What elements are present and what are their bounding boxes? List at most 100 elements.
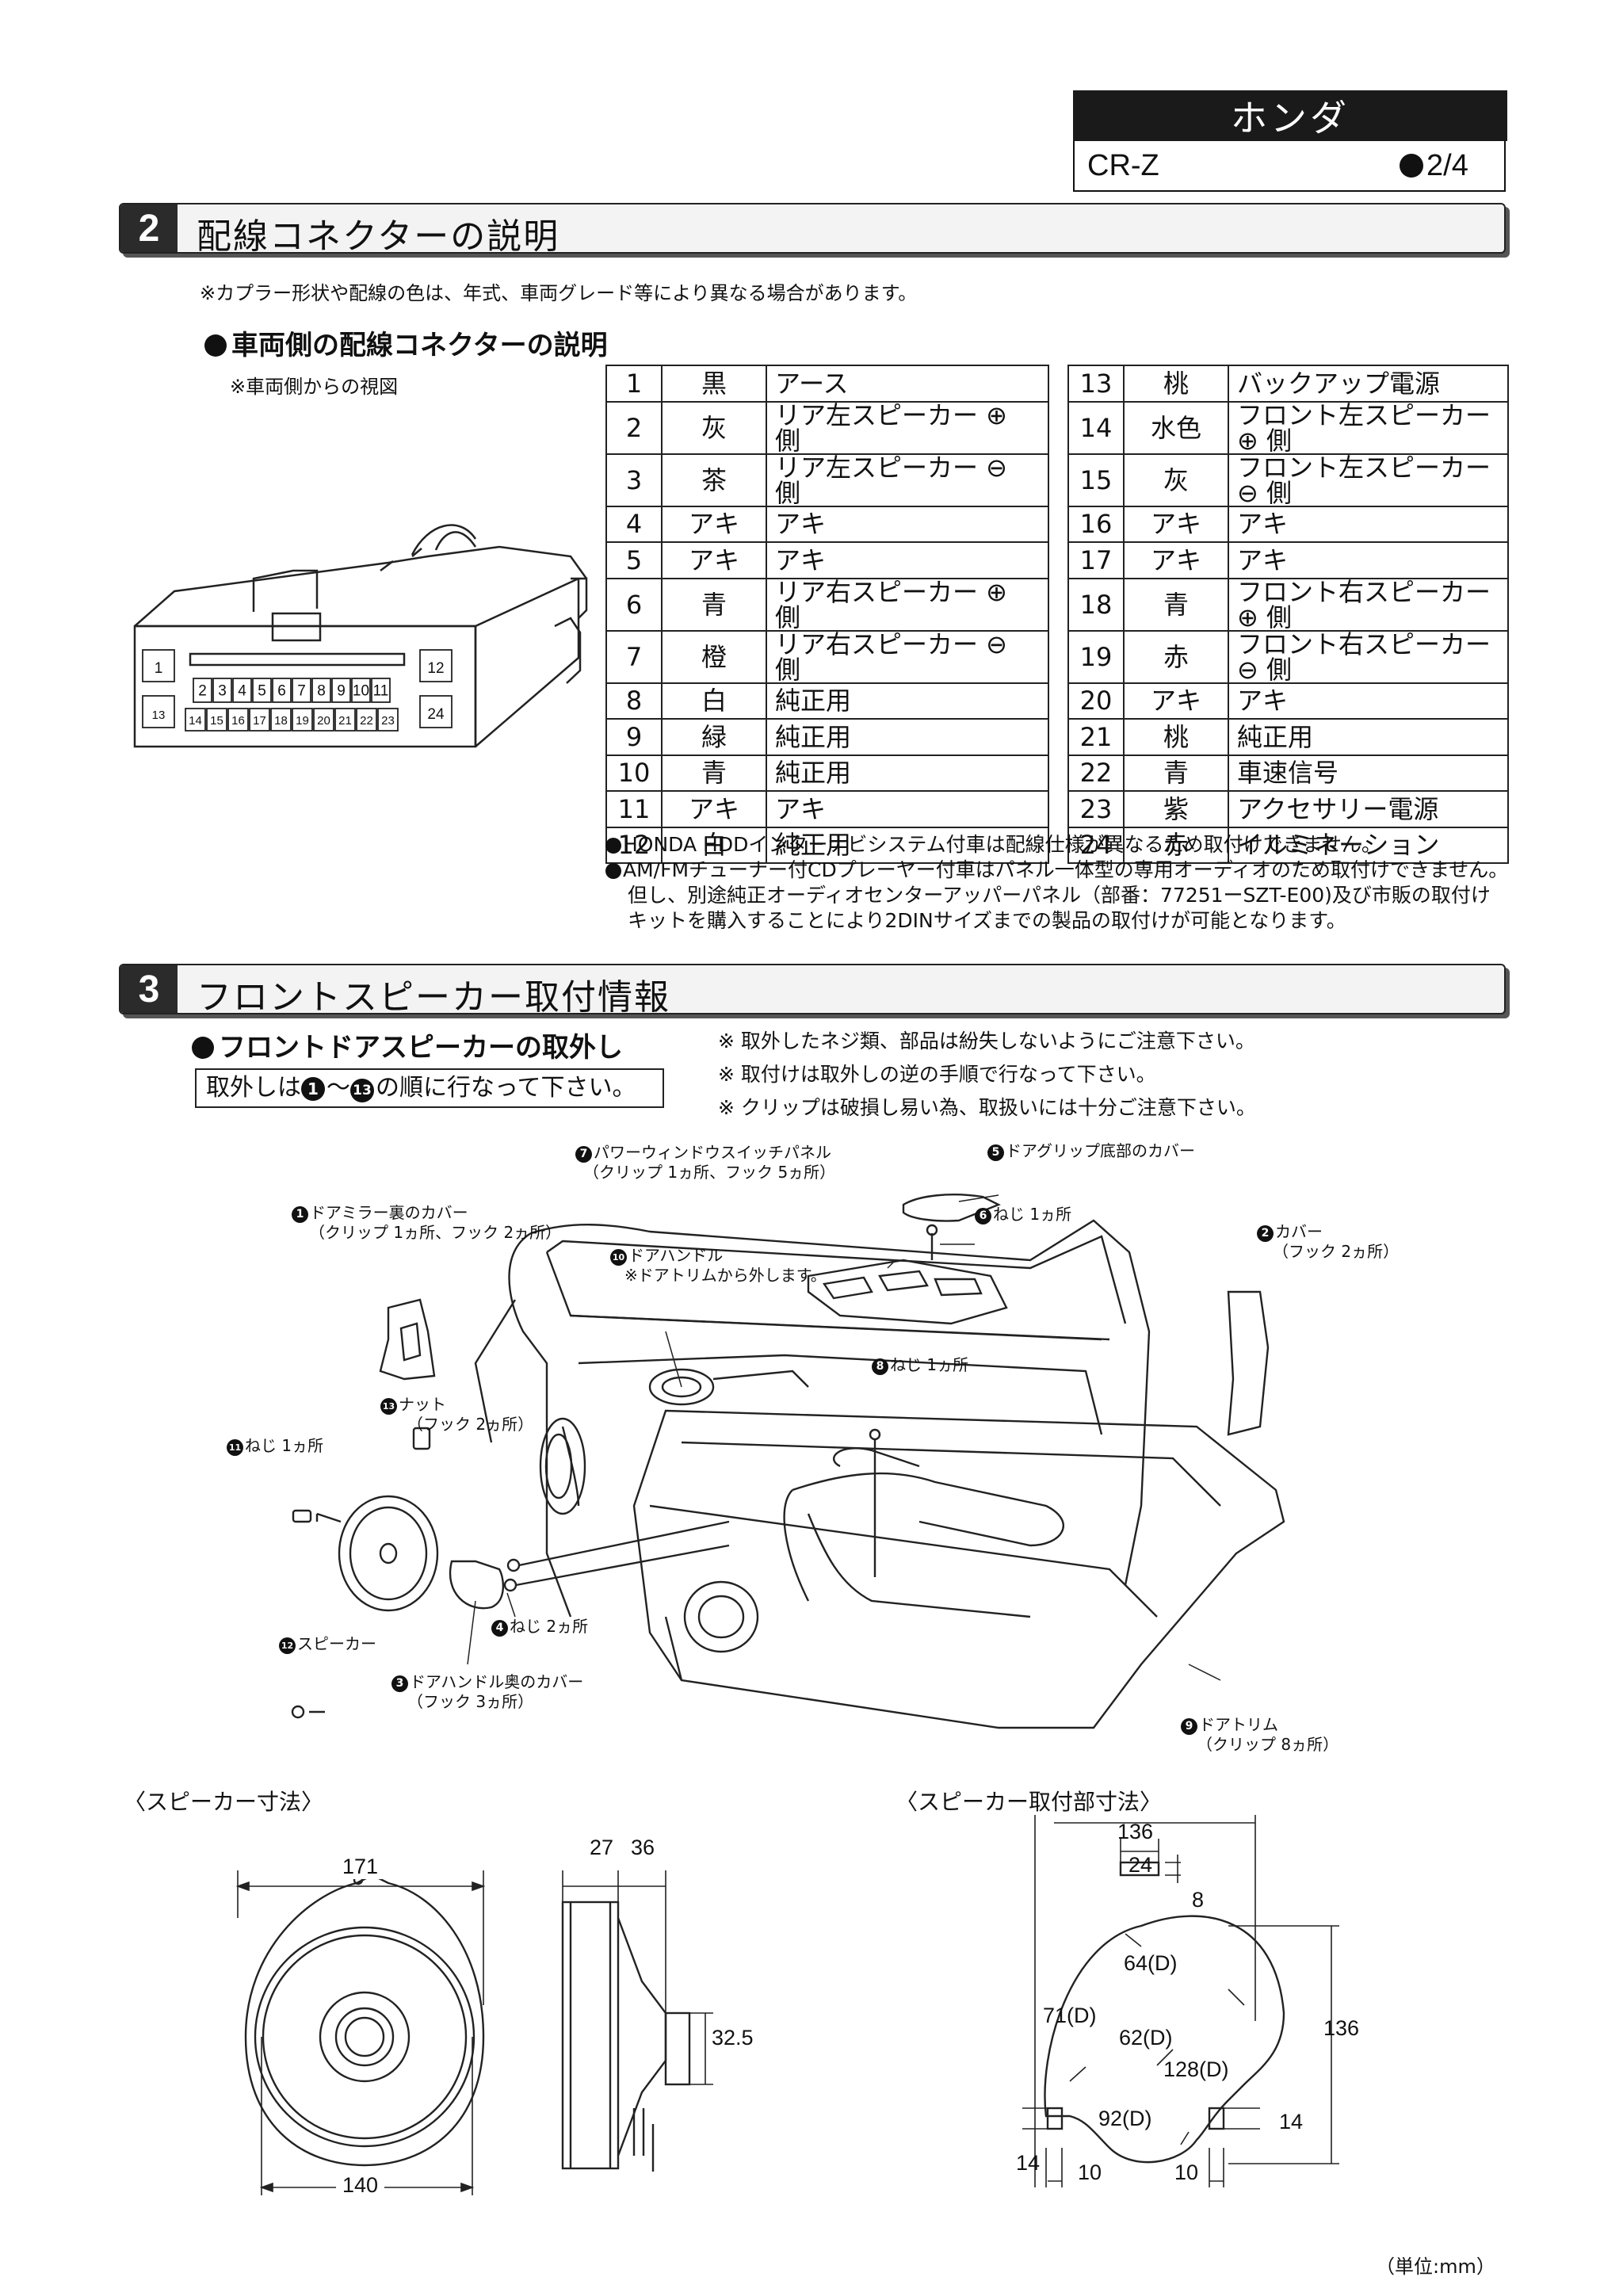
connector-pin-label: 4 — [238, 683, 246, 700]
pin-number: 15 — [1067, 453, 1125, 507]
pin-function: 純正用 — [766, 826, 1049, 864]
pin-function: アキ — [766, 505, 1049, 543]
pin-number: 14 — [1067, 400, 1125, 455]
footnote-hdd-text: HONDA HDDインターナビシステム付車は配線仕様が異なるため取付けできません… — [623, 833, 1381, 856]
pin-function: アキ — [766, 790, 1049, 828]
pin-function: アース — [766, 365, 1049, 403]
speaker-dimension-drawing — [235, 1870, 713, 2195]
speaker-width-140: 140 — [336, 2173, 385, 2198]
pin-function: 純正用 — [766, 754, 1049, 792]
connector-pin-box — [313, 708, 334, 732]
mount-radius-64: 64(D) — [1124, 1951, 1178, 1975]
callout-2-number: 2 — [1257, 1225, 1274, 1242]
callout-3-label: ドアハンドル奥のカバー — [410, 1672, 584, 1691]
connector-pin-box — [249, 708, 270, 732]
callout-2-label: カバー — [1275, 1222, 1323, 1241]
caution-note-2: ※ 取付けは取外しの逆の手順で行なって下さい。 — [718, 1063, 1156, 1086]
pin-number: 18 — [1067, 577, 1125, 632]
vehicle-connector-heading: 車両側の配線コネクターの説明 — [204, 323, 608, 362]
pin-wire-color: 黒 — [661, 365, 767, 403]
callout-7-label: パワーウィンドウスイッチパネル — [594, 1143, 831, 1162]
pin-function: アクセサリー電源 — [1228, 790, 1509, 828]
connector-pin-box — [142, 695, 175, 728]
pin-function: フロント右スピーカー ⊖ 側 — [1228, 629, 1509, 684]
footnote-cd-text: AM/FMチューナー付CDプレーヤー付車はパネル一体型の専用オーディオのため取付… — [623, 858, 1509, 881]
pin-function: リア右スピーカー ⊖ 側 — [766, 629, 1049, 684]
callout-3-number: 3 — [391, 1675, 408, 1692]
connector-pin-box — [356, 708, 377, 732]
bullet-icon — [605, 863, 621, 879]
mount-tab-width-right: 10 — [1174, 2160, 1199, 2184]
pin-number: 11 — [605, 790, 663, 828]
section-2-header: 2 配線コネクターの説明 — [119, 203, 1506, 257]
bullet-icon — [605, 838, 621, 854]
connector-pin-box — [232, 678, 252, 703]
pin-wire-color: アキ — [1123, 505, 1229, 543]
order-prefix: 取外しは — [206, 1074, 301, 1102]
section-3-number: 3 — [120, 965, 178, 1013]
pin-function: 純正用 — [1228, 718, 1509, 756]
connector-pin-box — [292, 708, 313, 732]
pin-wire-color: 桃 — [1123, 365, 1229, 403]
footnote-kit: キットを購入することにより2DINサイズまでの製品の取付けが可能となります。 — [628, 909, 1346, 932]
callout-9-label: ドアトリム — [1199, 1715, 1278, 1734]
footnote-cd: AM/FMチューナー付CDプレーヤー付車はパネル一体型の専用オーディオのため取付… — [605, 858, 1508, 882]
connector-pin-label: 9 — [337, 683, 346, 700]
speaker-magnet-32-5: 32.5 — [712, 2026, 754, 2050]
callout-3-detail: （フック 3ヵ所） — [407, 1692, 534, 1711]
pin-number: 9 — [605, 718, 663, 756]
connector-pin-label: 13 — [152, 709, 166, 722]
callout-9-detail: （クリップ 8ヵ所） — [1197, 1735, 1339, 1754]
mount-slot-width-24: 24 — [1128, 1853, 1153, 1877]
connector-pin-label: 22 — [360, 714, 373, 728]
page-indicator: 2/4 — [1400, 149, 1468, 183]
order-suffix: の順に行なって下さい。 — [376, 1074, 636, 1102]
connector-pin-label: 16 — [231, 714, 245, 728]
footnote-hdd: HONDA HDDインターナビシステム付車は配線仕様が異なるため取付けできません… — [605, 832, 1381, 857]
callout-13-label: ナット — [399, 1395, 446, 1414]
color-variation-note: ※カプラー形状や配線の色は、年式、車両グレード等により異なる場合があります。 — [200, 282, 918, 304]
connector-pin-label: 12 — [427, 660, 444, 677]
pin-number: 8 — [605, 682, 663, 720]
pin-number: 4 — [605, 505, 663, 543]
speaker-depth-36: 36 — [631, 1836, 655, 1859]
vehicle-connector-heading-text: 車両側の配線コネクターの説明 — [231, 330, 608, 361]
callout-7-number: 7 — [575, 1146, 592, 1163]
connector-pin-box — [371, 678, 391, 703]
page-number: 2/4 — [1426, 149, 1468, 182]
callout-9-number: 9 — [1181, 1718, 1197, 1735]
connector-pin-box — [272, 678, 292, 703]
callout-13-detail: （フック 2ヵ所） — [407, 1415, 534, 1434]
pin-function: リア左スピーカー ⊕ 側 — [766, 400, 1049, 455]
caution-note-3: ※ クリップは破損し易い為、取扱いには十分ご注意下さい。 — [718, 1096, 1256, 1119]
order-to: 13 — [350, 1079, 374, 1102]
speaker-dims-title: 〈スピーカー寸法〉 — [124, 1789, 324, 1815]
mount-height-136: 136 — [1323, 2016, 1360, 2040]
pin-wire-color: アキ — [661, 541, 767, 579]
pin-function: アキ — [1228, 505, 1509, 543]
mount-dims-title: 〈スピーカー取付部寸法〉 — [896, 1789, 1163, 1815]
connector-pin-label: 14 — [189, 714, 202, 728]
connector-pin-box — [252, 678, 272, 703]
door-speaker-heading-text: フロントドアスピーカーの取外し — [219, 1032, 623, 1064]
connector-pin-label: 11 — [373, 683, 389, 700]
callout-11-number: 11 — [227, 1439, 243, 1456]
